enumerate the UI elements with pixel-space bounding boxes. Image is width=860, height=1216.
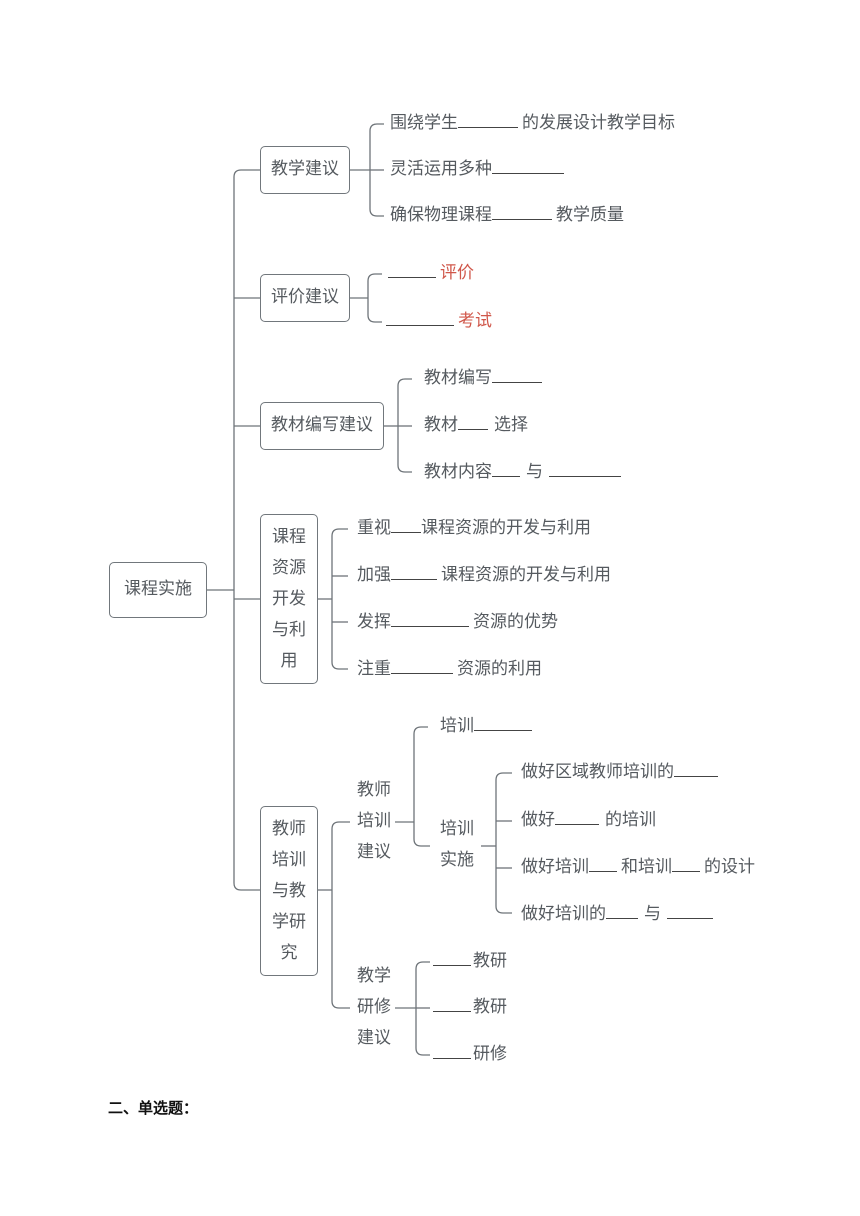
leaf-item: 加强课程资源的开发与利用 [357, 565, 611, 585]
leaf-item: 做好的培训 [521, 810, 656, 830]
fill-blank [474, 729, 532, 731]
fill-blank [391, 531, 421, 533]
leaf-item: 发挥资源的优势 [357, 612, 558, 632]
fill-blank [674, 775, 718, 777]
fill-blank [606, 917, 638, 919]
sub-teaching-research-suggestions: 教学 研修 建议 [357, 966, 391, 1048]
sub-training-implementation: 培训 实施 [440, 819, 474, 870]
leaf-item: 教研 [433, 953, 507, 970]
leaf-item: 做好区域教师培训的 [521, 764, 718, 781]
fill-blank [388, 276, 436, 278]
branch-label: 教材编写建议 [271, 415, 373, 436]
leaf-item: 确保物理课程教学质量 [390, 205, 624, 225]
fill-blank [492, 172, 564, 174]
leaf-item: 教材内容与 [424, 464, 621, 481]
leaf-item: 研修 [433, 1046, 507, 1063]
fill-blank [492, 381, 542, 383]
fill-blank [391, 625, 469, 627]
branch-evaluation-suggestions: 评价建议 [260, 274, 350, 322]
leaf-item: 做好培训的与 [521, 906, 713, 923]
fill-blank [672, 870, 700, 872]
fill-blank [667, 917, 713, 919]
fill-blank [433, 1010, 471, 1012]
fill-blank [492, 475, 520, 477]
branch-teacher-training: 教师 培训 与教 学研 究 [260, 806, 318, 976]
leaf-item: 灵活运用多种 [390, 161, 564, 178]
leaf-item: 教材编写 [424, 370, 542, 387]
leaf-item: 教材选择 [424, 415, 528, 435]
leaf-item: 考试 [386, 313, 492, 330]
leaf-item: 重视课程资源的开发与利用 [357, 518, 591, 538]
leaf-item: 注重资源的利用 [357, 659, 542, 679]
fill-blank [458, 126, 518, 128]
branch-label: 评价建议 [271, 287, 339, 308]
fill-blank [549, 475, 621, 477]
fill-blank [458, 428, 488, 430]
branch-resources: 课程 资源 开发 与利 用 [260, 514, 318, 684]
branch-textbook-suggestions: 教材编写建议 [260, 402, 384, 450]
sub-teacher-training-suggestions: 教师 培训 建议 [357, 780, 391, 862]
fill-blank [555, 823, 599, 825]
root-label: 课程实施 [124, 579, 192, 600]
leaf-item: 围绕学生的发展设计教学目标 [390, 113, 675, 133]
fill-blank [391, 672, 453, 674]
root-node: 课程实施 [109, 562, 207, 618]
fill-blank [433, 1057, 471, 1059]
fill-blank [589, 870, 617, 872]
leaf-item: 评价 [388, 265, 474, 282]
leaf-item: 培训 [440, 718, 532, 735]
branch-label: 教学建议 [271, 159, 339, 180]
leaf-item: 教研 [433, 999, 507, 1016]
fill-blank [386, 324, 454, 326]
leaf-item: 做好培训和培训的设计 [521, 857, 755, 877]
fill-blank [433, 964, 471, 966]
fill-blank [391, 578, 437, 580]
branch-teaching-suggestions: 教学建议 [260, 146, 350, 194]
section-heading: 二、单选题： [108, 1099, 199, 1117]
fill-blank [492, 218, 552, 220]
